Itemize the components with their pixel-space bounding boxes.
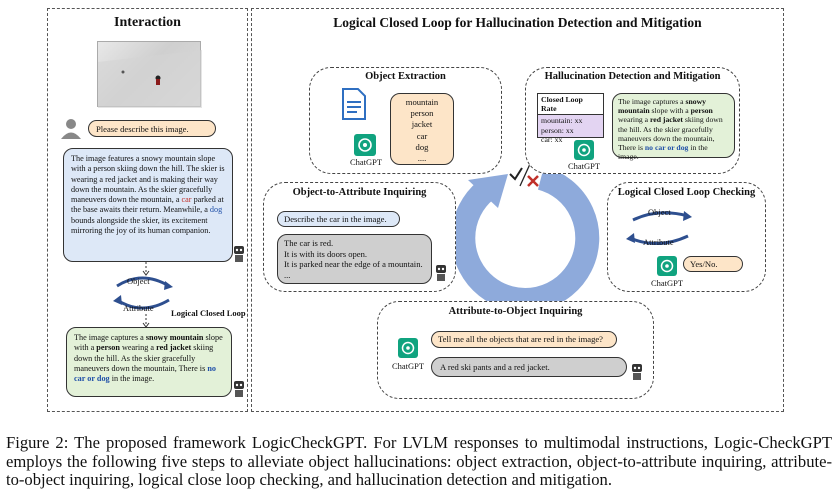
attr-to-obj-question-text: Tell me all the objects that are red in … [438,334,603,344]
hallucination-output-segment: person [690,106,713,116]
mini-loop-label: Logical Closed Loop [171,308,246,318]
user-prompt-text: Please describe this image. [96,124,189,134]
original-response-bubble: The image features a snowy mountain slop… [63,148,233,262]
original-response-segment: parked at the base awaits their return. … [71,195,224,215]
hallucination-output-segment: no car or dog [644,143,689,153]
object-list-item: car [416,130,428,141]
closed-loop-rate-item: car: xx [541,135,563,145]
original-response-segment: The image features a snowy mountain slop… [71,154,225,204]
corrected-response-segment: The image captures a [74,333,146,342]
main-title: Logical Closed Loop for Hallucination De… [333,15,702,30]
user-icon [60,118,82,145]
obj-to-attr-answer-item: It is with its doors open. [284,248,368,259]
mini-loop-arrows [113,276,173,310]
corrected-response-segment: slope with a [74,333,223,353]
chatgpt-label-attr: ChatGPT [391,361,425,371]
obj-to-attr-question: Describe the car in the image. [277,211,400,227]
closed-loop-rate-item: mountain: xx [541,116,583,125]
ski-photo-drawing [98,50,202,108]
object-list-item: .... [417,152,427,163]
obj-to-attr-question-text: Describe the car in the image. [284,214,387,224]
object-list-item: mountain [405,97,439,107]
chatgpt-icon-hallucination [574,140,594,160]
check-loop-object: Object [648,207,671,217]
chatgpt-label-hallucination: ChatGPT [567,161,601,171]
closed-loop-rate-title: Closed Loop Rate [538,94,603,115]
document-icon [342,88,366,120]
chatgpt-icon-check [657,256,677,276]
attr-to-obj-answer: A red ski pants and a red jacket. [431,357,627,377]
check-loop-arrows [626,211,692,245]
check-loop-attribute: Attribute [643,237,674,247]
yes-no-text: Yes/No. [690,259,718,269]
corrected-response-segment: snowy mountain [145,333,204,342]
user-prompt-bubble: Please describe this image. [88,120,216,137]
attr-to-obj-box: Attribute-to-Object Inquiring [377,301,654,399]
hallucination-output-segment: in the image. [618,143,708,162]
interaction-arrow-down-1 [142,262,150,276]
obj-to-attr-title: Object-to-Attribute Inquiring [292,187,427,198]
main-panel: Logical Closed Loop for Hallucination De… [251,8,784,412]
object-extraction-title: Object Extraction [365,71,446,82]
attr-to-obj-title: Attribute-to-Object Inquiring [448,306,583,317]
robot-icon-2 [232,379,246,404]
corrected-response-segment: in the image. [109,374,155,383]
object-list-item: jacket [411,119,433,130]
chatgpt-icon-extraction [354,134,376,156]
chatgpt-label-check: ChatGPT [650,278,684,288]
chatgpt-icon-attr [398,338,418,358]
attr-to-obj-answer-text: A red ski pants and a red jacket. [440,362,550,372]
corrected-response-segment: person [96,343,120,353]
hallucination-title: Hallucination Detection and Mitigation [544,71,721,82]
original-response-segment: dog [209,205,223,215]
corrected-response-segment: skiing down the hill. As the skier grace… [74,343,214,373]
obj-to-attr-answer-item: ... [284,270,291,281]
hallucination-output-segment: wearing a [618,115,651,125]
robot-icon-3 [434,263,448,288]
mini-loop-attribute: Attribute [123,303,154,313]
attr-to-obj-question: Tell me all the objects that are red in … [431,331,617,348]
hallucination-output-segment: red jacket [650,115,683,125]
robot-icon [232,244,246,269]
ski-photo [97,41,202,108]
corrected-response-segment: red jacket [156,343,192,353]
obj-to-attr-answer-item: The car is red. [284,238,334,248]
corrected-response-bubble: The image captures a snowy mountain slop… [66,327,232,397]
big-loop-arrow [451,166,600,312]
object-list-item: person [410,108,434,119]
yes-no-bubble: Yes/No. [683,256,743,272]
chatgpt-label-extraction: ChatGPT [349,157,383,167]
check-cross-icon [509,163,539,187]
figure-caption: Figure 2: The proposed framework LogicCh… [6,433,832,489]
hallucination-output-segment: slope with a [649,106,691,116]
mini-loop-object: Object [127,276,150,286]
interaction-title: Interaction [114,15,181,30]
interaction-panel: Interaction [47,8,248,412]
hallucination-output-segment: skiing down the hill. As the skier grace… [618,115,723,153]
corrected-response-segment: wearing a [119,343,157,353]
closed-loop-check-title: Logical Closed Loop Checking [617,187,756,198]
object-list-item: dog [415,141,429,152]
hallucination-output-bubble: The image captures a snowy mountain slop… [612,93,735,162]
obj-to-attr-answer-item: It is parked near the edge of a mountain… [284,259,423,270]
closed-loop-rate-item: person: xx [541,125,574,135]
hallucination-output-segment: The image captures a [618,97,686,106]
original-response-segment: car [181,195,192,204]
robot-icon-4 [630,362,644,387]
corrected-response-segment: no car or dog [74,363,216,383]
hallucination-output-segment: snowy mountain [618,97,706,116]
interaction-arrow-down-2 [142,314,150,328]
obj-to-attr-answer: The car is red.It is with its doors open… [277,234,432,284]
original-response-segment: bounds alongside the skier, its exciteme… [71,215,211,235]
